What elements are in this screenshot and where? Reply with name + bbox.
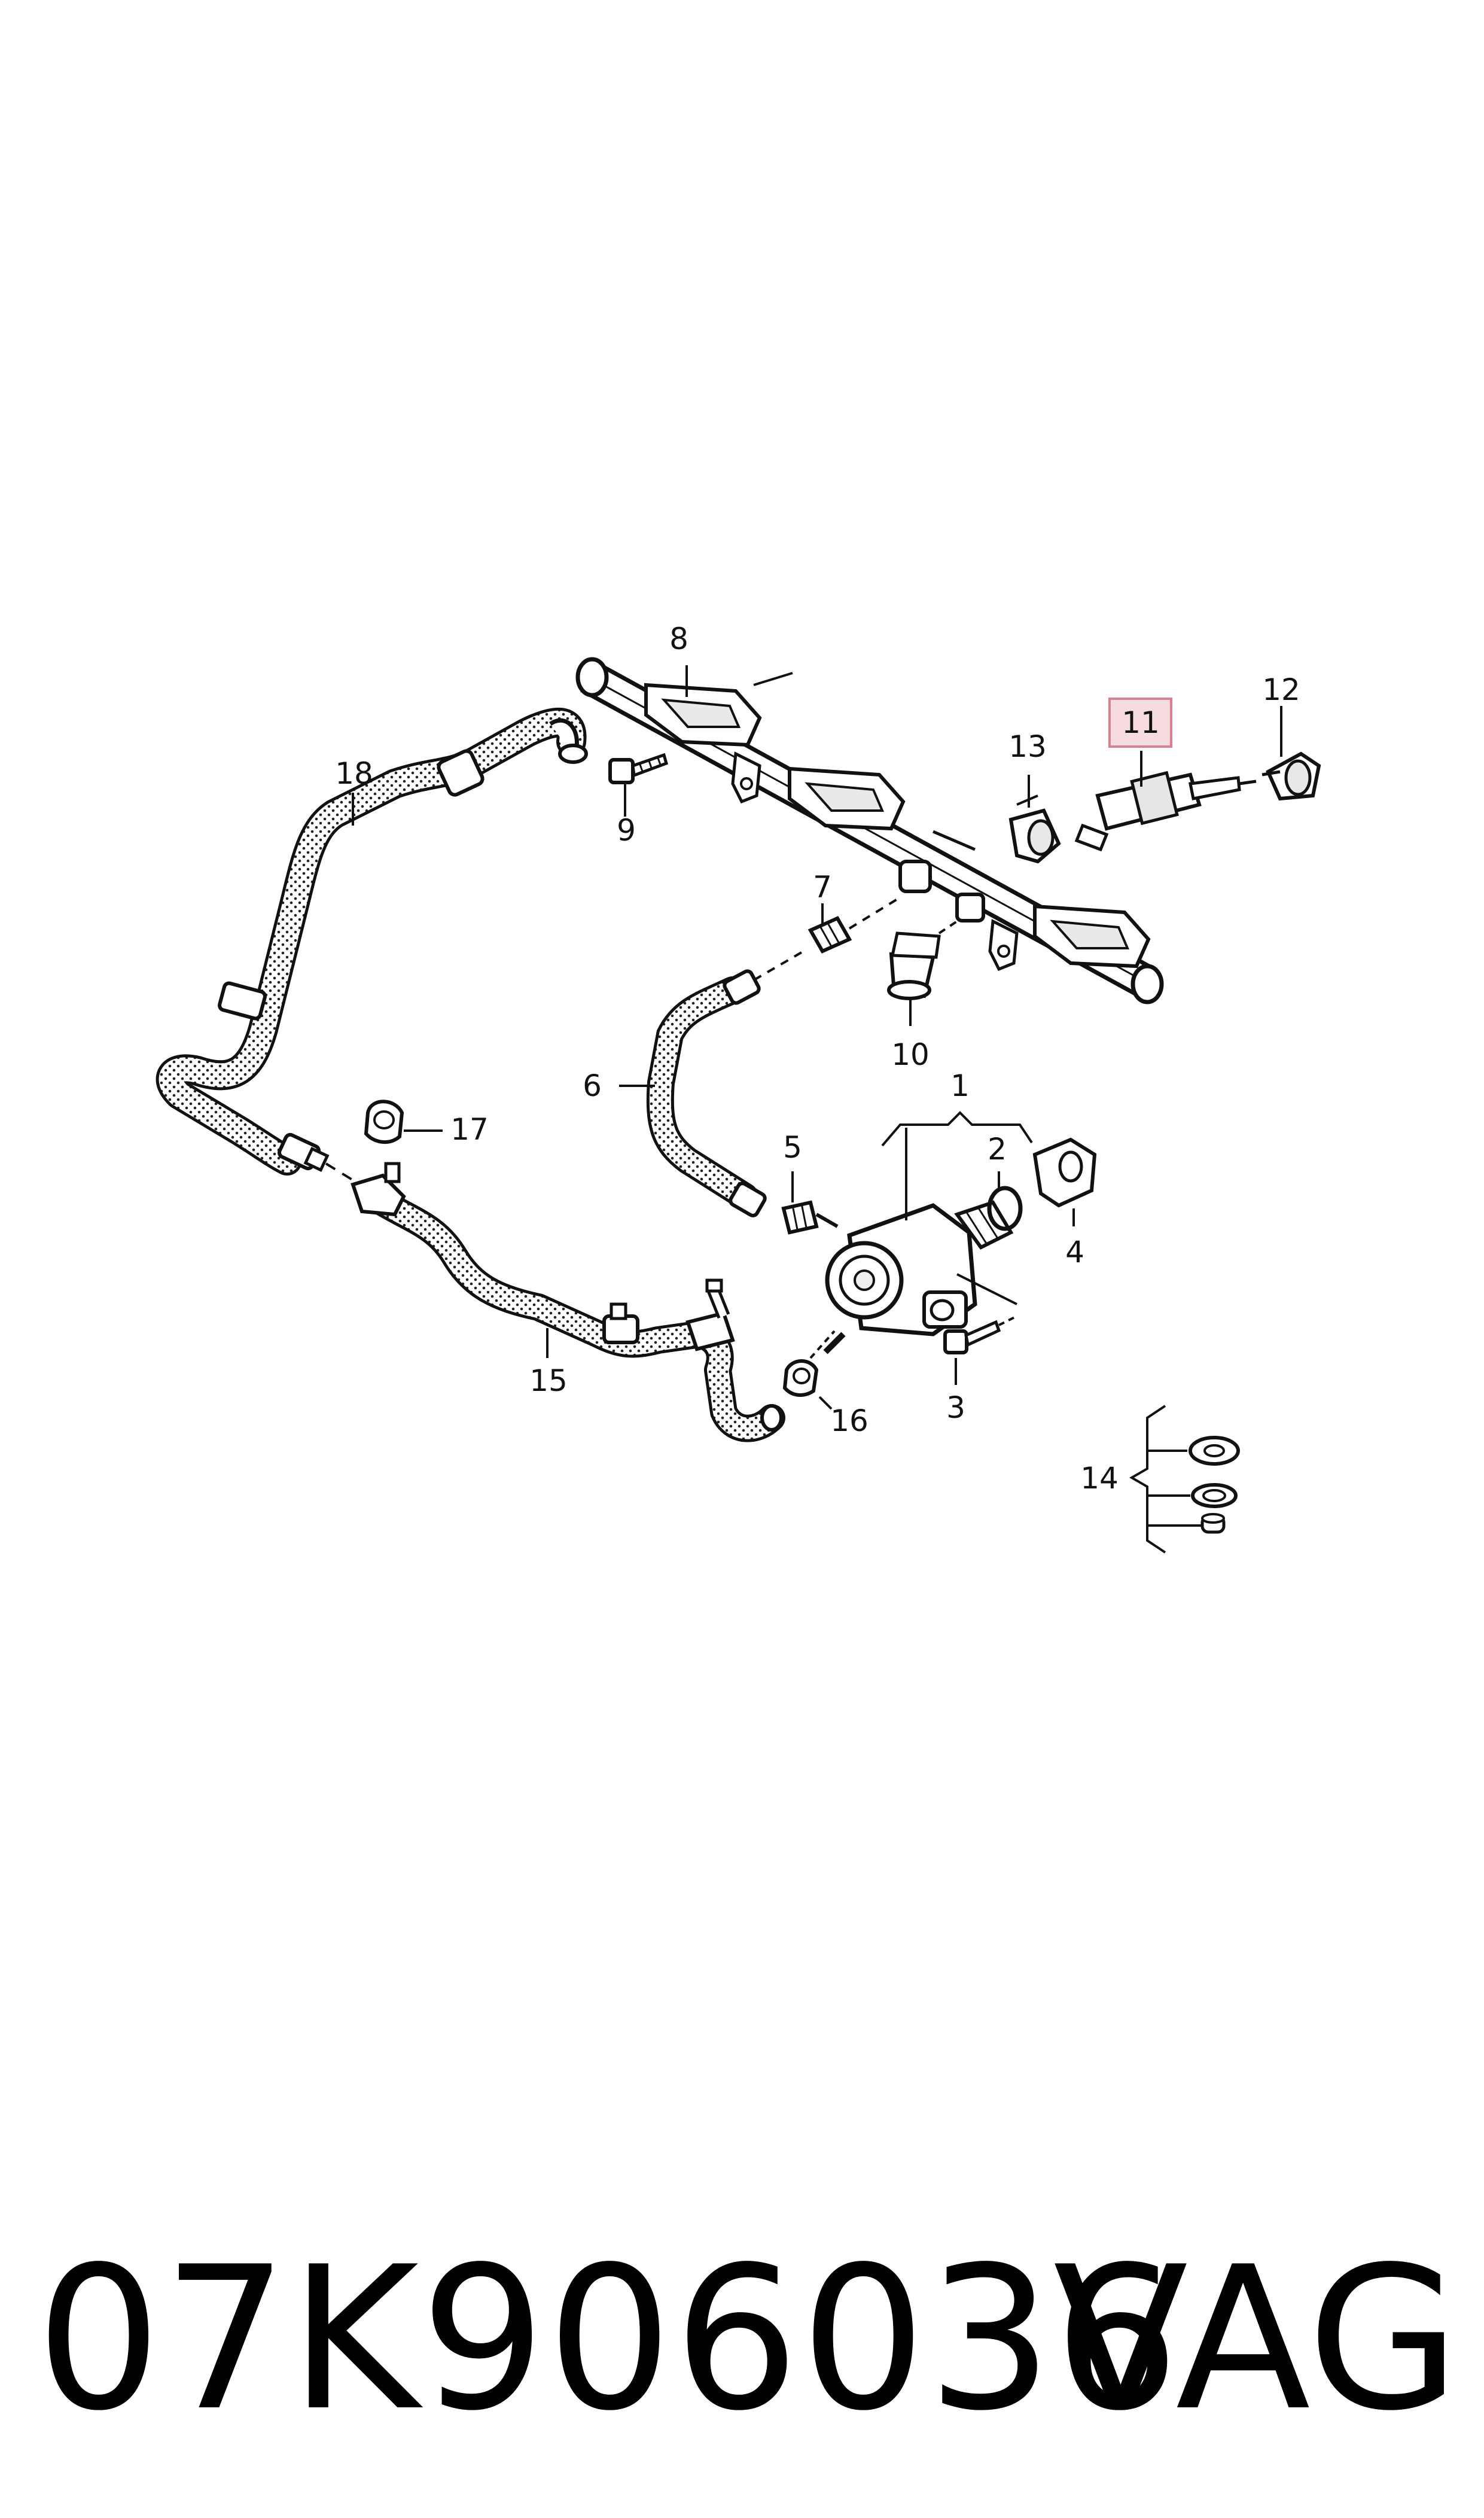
hose-clamp-16 — [782, 1330, 836, 1397]
callout-17: 17 — [450, 1112, 489, 1147]
seal-13 — [1008, 794, 1061, 864]
pressure-sensor-10 — [887, 920, 958, 1000]
injector-11 — [1074, 771, 1257, 852]
callout-18: 18 — [335, 756, 373, 791]
callout-14: 14 — [1080, 1461, 1119, 1496]
callout-2: 2 — [988, 1132, 1007, 1167]
hose-clamp-17 — [364, 1100, 404, 1144]
retaining-clip-12 — [1261, 751, 1321, 801]
callout-4: 4 — [1065, 1235, 1084, 1269]
fuel-hose-18 — [156, 707, 588, 1189]
high-pressure-line-6 — [646, 969, 767, 1217]
leader-lines — [352, 665, 1282, 1554]
callout-11: 11 — [1122, 705, 1160, 740]
bolt-9 — [608, 753, 669, 784]
callout-6: 6 — [583, 1068, 602, 1103]
callout-8: 8 — [669, 622, 688, 656]
fitting-7 — [741, 896, 901, 988]
callout-15: 15 — [529, 1363, 568, 1398]
part-number: 07K906036 — [36, 2224, 1181, 2454]
callout-13: 13 — [1008, 729, 1047, 764]
callout-3: 3 — [946, 1390, 965, 1425]
brand-label: VAG — [1053, 2224, 1460, 2454]
callout-5: 5 — [783, 1130, 802, 1165]
callout-1: 1 — [950, 1068, 970, 1103]
fitting-5 — [781, 1200, 839, 1235]
callout-labels: 8 18 9 11 12 13 7 10 6 1 17 5 2 4 3 15 1… — [335, 622, 1300, 1496]
callout-7: 7 — [813, 870, 832, 905]
footer: 07K906036 VAG — [0, 2213, 1484, 2465]
fuel-rail-8 — [575, 657, 1164, 1004]
bolt-3 — [943, 1315, 1017, 1354]
highlight-box-11 — [1108, 698, 1172, 748]
fuel-hose-15 — [351, 1162, 785, 1442]
washer-kit-14 — [1189, 1436, 1240, 1534]
callout-12: 12 — [1262, 672, 1300, 707]
callout-16: 16 — [830, 1403, 869, 1438]
callout-9: 9 — [617, 813, 636, 848]
callout-10: 10 — [891, 1037, 930, 1072]
high-pressure-pump-1 — [823, 1200, 1017, 1354]
flange-4 — [1032, 1137, 1097, 1208]
o-ring-2 — [987, 1186, 1023, 1231]
